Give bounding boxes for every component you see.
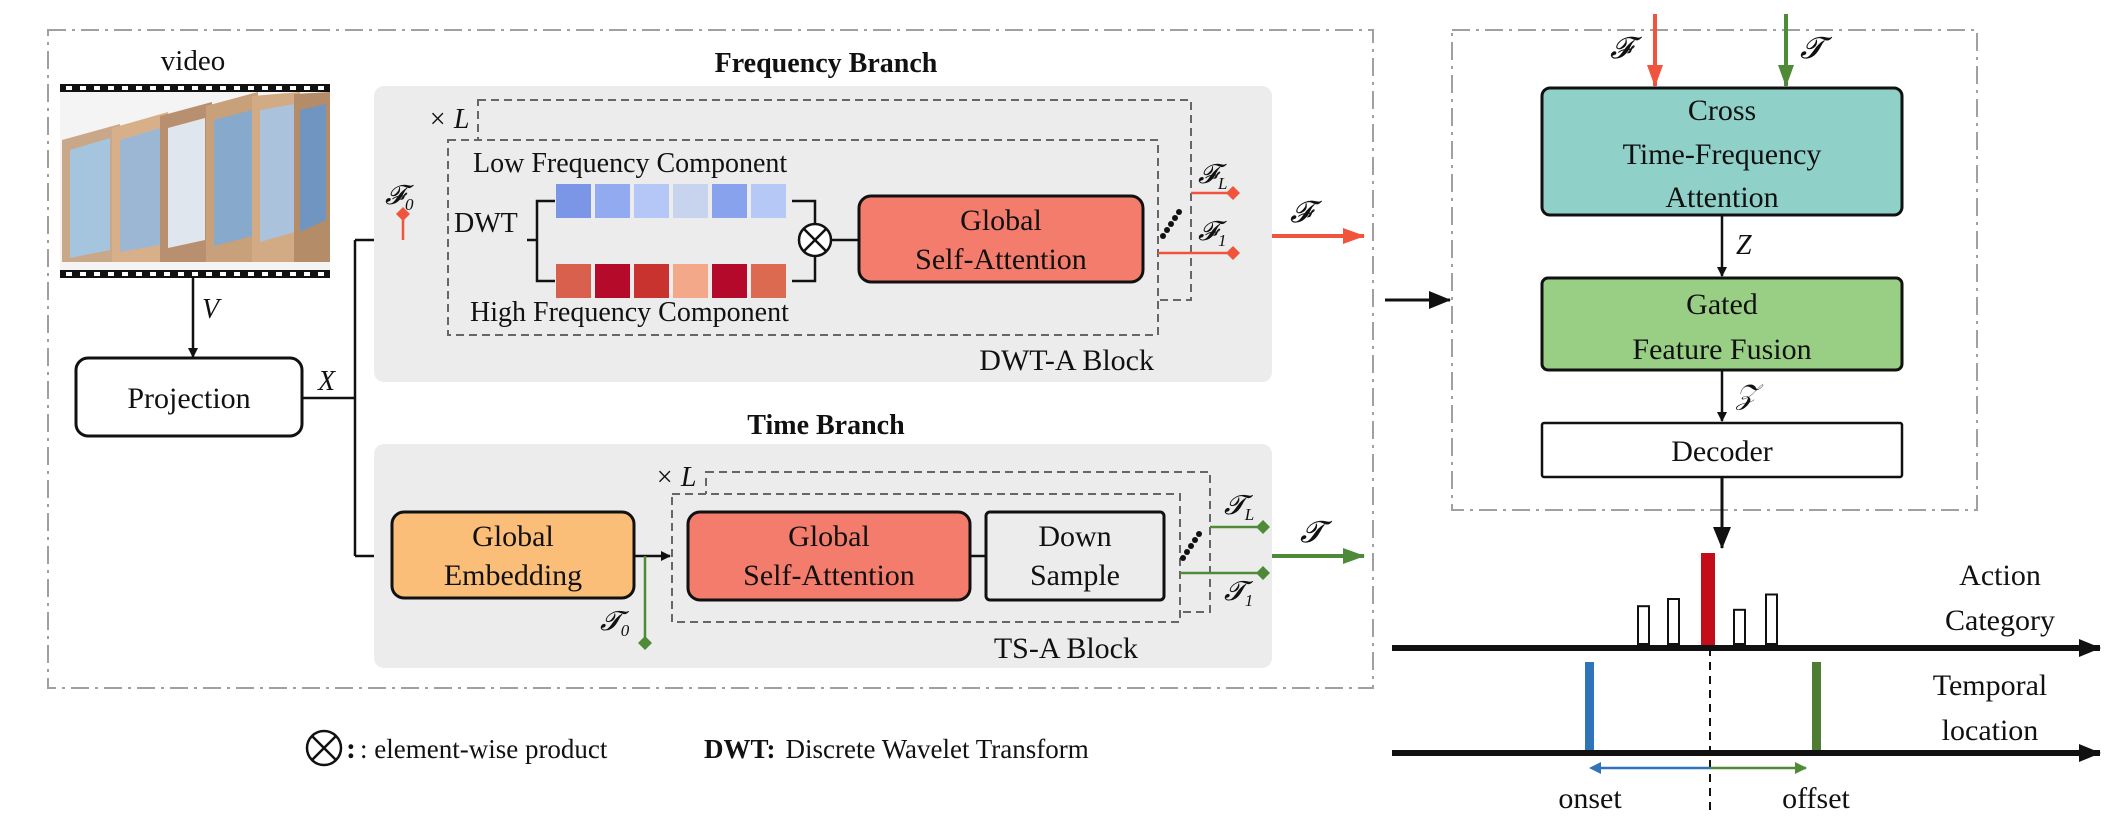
t0-diamond [638,636,652,650]
time-branch-title: Time Branch [747,410,905,441]
score-bar-1 [1637,605,1650,646]
time-stack-ellipsis [1180,531,1202,561]
high-frequency-cell-6 [751,264,786,298]
temporal-label-1: Temporal [1933,669,2048,702]
encoder-frame [47,29,1374,689]
onset-label: onset [1558,782,1622,815]
embedding-label-2: Embedding [444,559,582,592]
f1-diamond [1226,246,1240,260]
high-to-product [792,254,817,283]
tl-diamond [1256,520,1270,534]
score-bar-4 [1733,608,1746,645]
low-frequency-label: Low Frequency Component [473,148,787,179]
down-sample-box [984,510,1166,602]
low-to-product [792,199,817,226]
frequency-gsa-label-1: Global [960,204,1042,237]
embedding-label-1: Global [472,520,554,553]
high-frequency-cell-2 [595,264,630,298]
high-frequency-cell-5 [712,264,747,298]
legend-dwt-text: DWT:Discrete Wavelet Transform [704,734,1089,764]
low-frequency-cells [556,184,786,218]
dwt-label: DWT [454,208,518,239]
dwt-a-block-label: DWT-A Block [979,344,1154,377]
cross-label-2: Time-Frequency [1623,138,1822,171]
low-frequency-cell-6 [751,184,786,218]
video-label: video [161,45,225,77]
legend-product-text: :: element-wise product [346,732,608,765]
low-frequency-cell-5 [712,184,747,218]
t1-diamond [1256,566,1270,580]
frequency-stack-ellipsis [1160,209,1182,239]
score-bar-3 [1701,553,1715,645]
x-label: X [317,366,336,397]
zcal-label: 𝒵 [1735,380,1764,411]
down-sample-label-2: Sample [1030,559,1120,592]
projection-label: Projection [127,382,250,415]
f-input-label: 𝓕 [1610,32,1643,65]
action-score-bars [1637,553,1778,646]
temporal-label-2: location [1942,714,2039,747]
gated-label-1: Gated [1686,288,1758,321]
high-frequency-cell-3 [634,264,669,298]
low-frequency-cell-2 [595,184,630,218]
high-frequency-label: High Frequency Component [470,297,789,328]
high-frequency-cells [556,264,786,298]
offset-label: offset [1782,782,1850,815]
high-frequency-cell-1 [556,264,591,298]
low-frequency-cell-4 [673,184,708,218]
score-bar-5 [1765,593,1778,645]
frequency-branch-title: Frequency Branch [715,48,938,79]
decoder-label: Decoder [1671,435,1773,468]
fl-diamond [1226,186,1240,200]
onset-bar [1585,662,1594,754]
action-label-1: Action [1959,559,2041,592]
video-filmstrip [60,84,330,278]
t-input-label: 𝓣 [1800,32,1833,65]
time-repeat-frame [705,471,1211,613]
z-label: Z [1736,230,1752,261]
high-frequency-cell-4 [673,264,708,298]
frequency-gsa-box [857,194,1145,284]
low-frequency-cell-1 [556,184,591,218]
element-wise-product-icon [797,222,833,258]
legend-product-icon [305,729,343,767]
ts-a-block-label: TS-A Block [994,632,1138,665]
frequency-repeat-label: × L [428,104,469,135]
f0-diamond [396,207,410,221]
v-label: V [202,294,222,325]
action-label-2: Category [1945,604,2055,637]
time-gsa-label-2: Self-Attention [743,559,915,592]
time-output-label: 𝓣 [1300,516,1333,549]
frequency-gsa-label-2: Self-Attention [915,243,1087,276]
fusion-frame [1451,29,1978,511]
offset-bar [1812,662,1821,754]
cross-label-3: Attention [1665,181,1778,214]
cross-label-1: Cross [1688,94,1756,127]
time-gsa-label-1: Global [788,520,870,553]
down-sample-label-1: Down [1038,520,1111,553]
frequency-output-label: 𝓕 [1290,196,1323,229]
gated-label-2: Feature Fusion [1632,333,1811,366]
frequency-repeat-frame [477,99,1192,301]
score-bar-2 [1667,598,1680,645]
low-frequency-cell-3 [634,184,669,218]
time-repeat-label: × L [655,462,696,493]
